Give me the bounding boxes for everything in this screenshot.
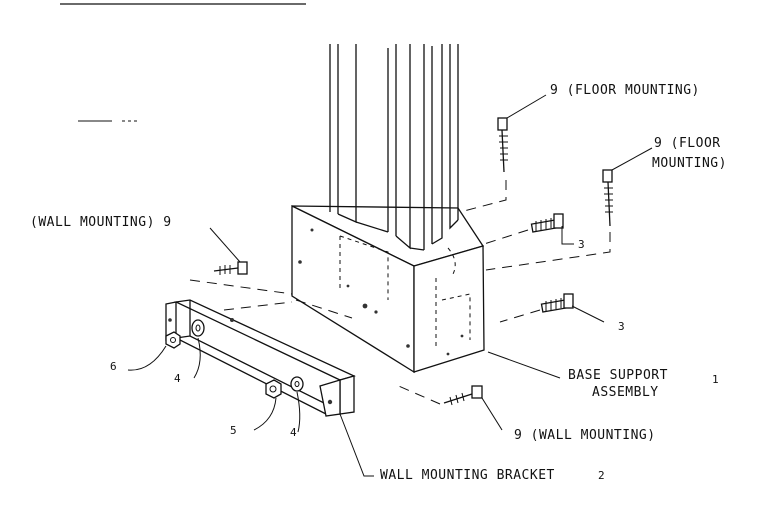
dash-bracket-block [223, 301, 293, 311]
label-floor-mounting-top: 9 (FLOOR MOUNTING) [550, 83, 700, 98]
leader-floor-right [611, 147, 653, 171]
leader-wall-left [209, 227, 241, 263]
label-wall-mounting-bottom: 9 (WALL MOUNTING) [514, 428, 656, 443]
label-part-3-upper: 3 [578, 238, 585, 251]
dash-floor-right [485, 232, 611, 271]
dash-wall-bottom [393, 383, 441, 405]
label-part-6: 6 [110, 360, 117, 373]
label-wall-bracket-number: 2 [598, 469, 605, 482]
label-wall-mounting-left: (WALL MOUNTING) 9 [30, 215, 172, 230]
dash-wall-left [189, 279, 293, 295]
label-base-support-2: ASSEMBLY [592, 385, 659, 400]
label-wall-bracket: WALL MOUNTING BRACKET [380, 468, 555, 483]
label-base-support-1: BASE SUPPORT [568, 368, 668, 383]
label-floor-mounting-right-2: MOUNTING) [652, 156, 727, 171]
dash-block-bottom [295, 299, 353, 319]
leader-part-6 [127, 345, 167, 371]
dash-floor-top [459, 180, 507, 213]
wall-mounting-screw-bottom [443, 385, 483, 406]
leader-base-support [487, 351, 561, 379]
hex-bolt-upper [530, 213, 564, 233]
base-support-assembly [291, 204, 485, 374]
hex-nut-loose [265, 379, 282, 399]
leader-part-3-upper [561, 226, 574, 245]
dash-bolt-lower [499, 309, 541, 323]
leader-part-5 [253, 397, 277, 431]
leader-part-4-lower [296, 391, 301, 433]
floor-mounting-bolt-right [602, 169, 613, 227]
hex-bolt-lower [540, 293, 574, 313]
washer-loose [290, 376, 304, 392]
upright-channel [329, 44, 459, 251]
leader-wall-bracket [339, 413, 374, 477]
leader-wall-bottom [481, 397, 503, 431]
leader-part-4-left [193, 337, 201, 379]
label-part-4-lower: 4 [290, 426, 297, 439]
leader-part-3-lower [571, 305, 605, 323]
label-part-5: 5 [230, 424, 237, 437]
label-part-3-lower: 3 [618, 320, 625, 333]
label-part-4-left: 4 [174, 372, 181, 385]
wall-mounting-screw-left [213, 261, 248, 275]
label-floor-mounting-right-1: 9 (FLOOR [654, 136, 721, 151]
washer-on-bracket [191, 319, 205, 337]
floor-mounting-bolt-top [497, 117, 508, 173]
dash-bolt-upper [483, 229, 529, 245]
hex-nut-on-bracket [165, 331, 181, 349]
leader-floor-top [506, 94, 547, 119]
label-base-support-number: 1 [712, 373, 719, 386]
